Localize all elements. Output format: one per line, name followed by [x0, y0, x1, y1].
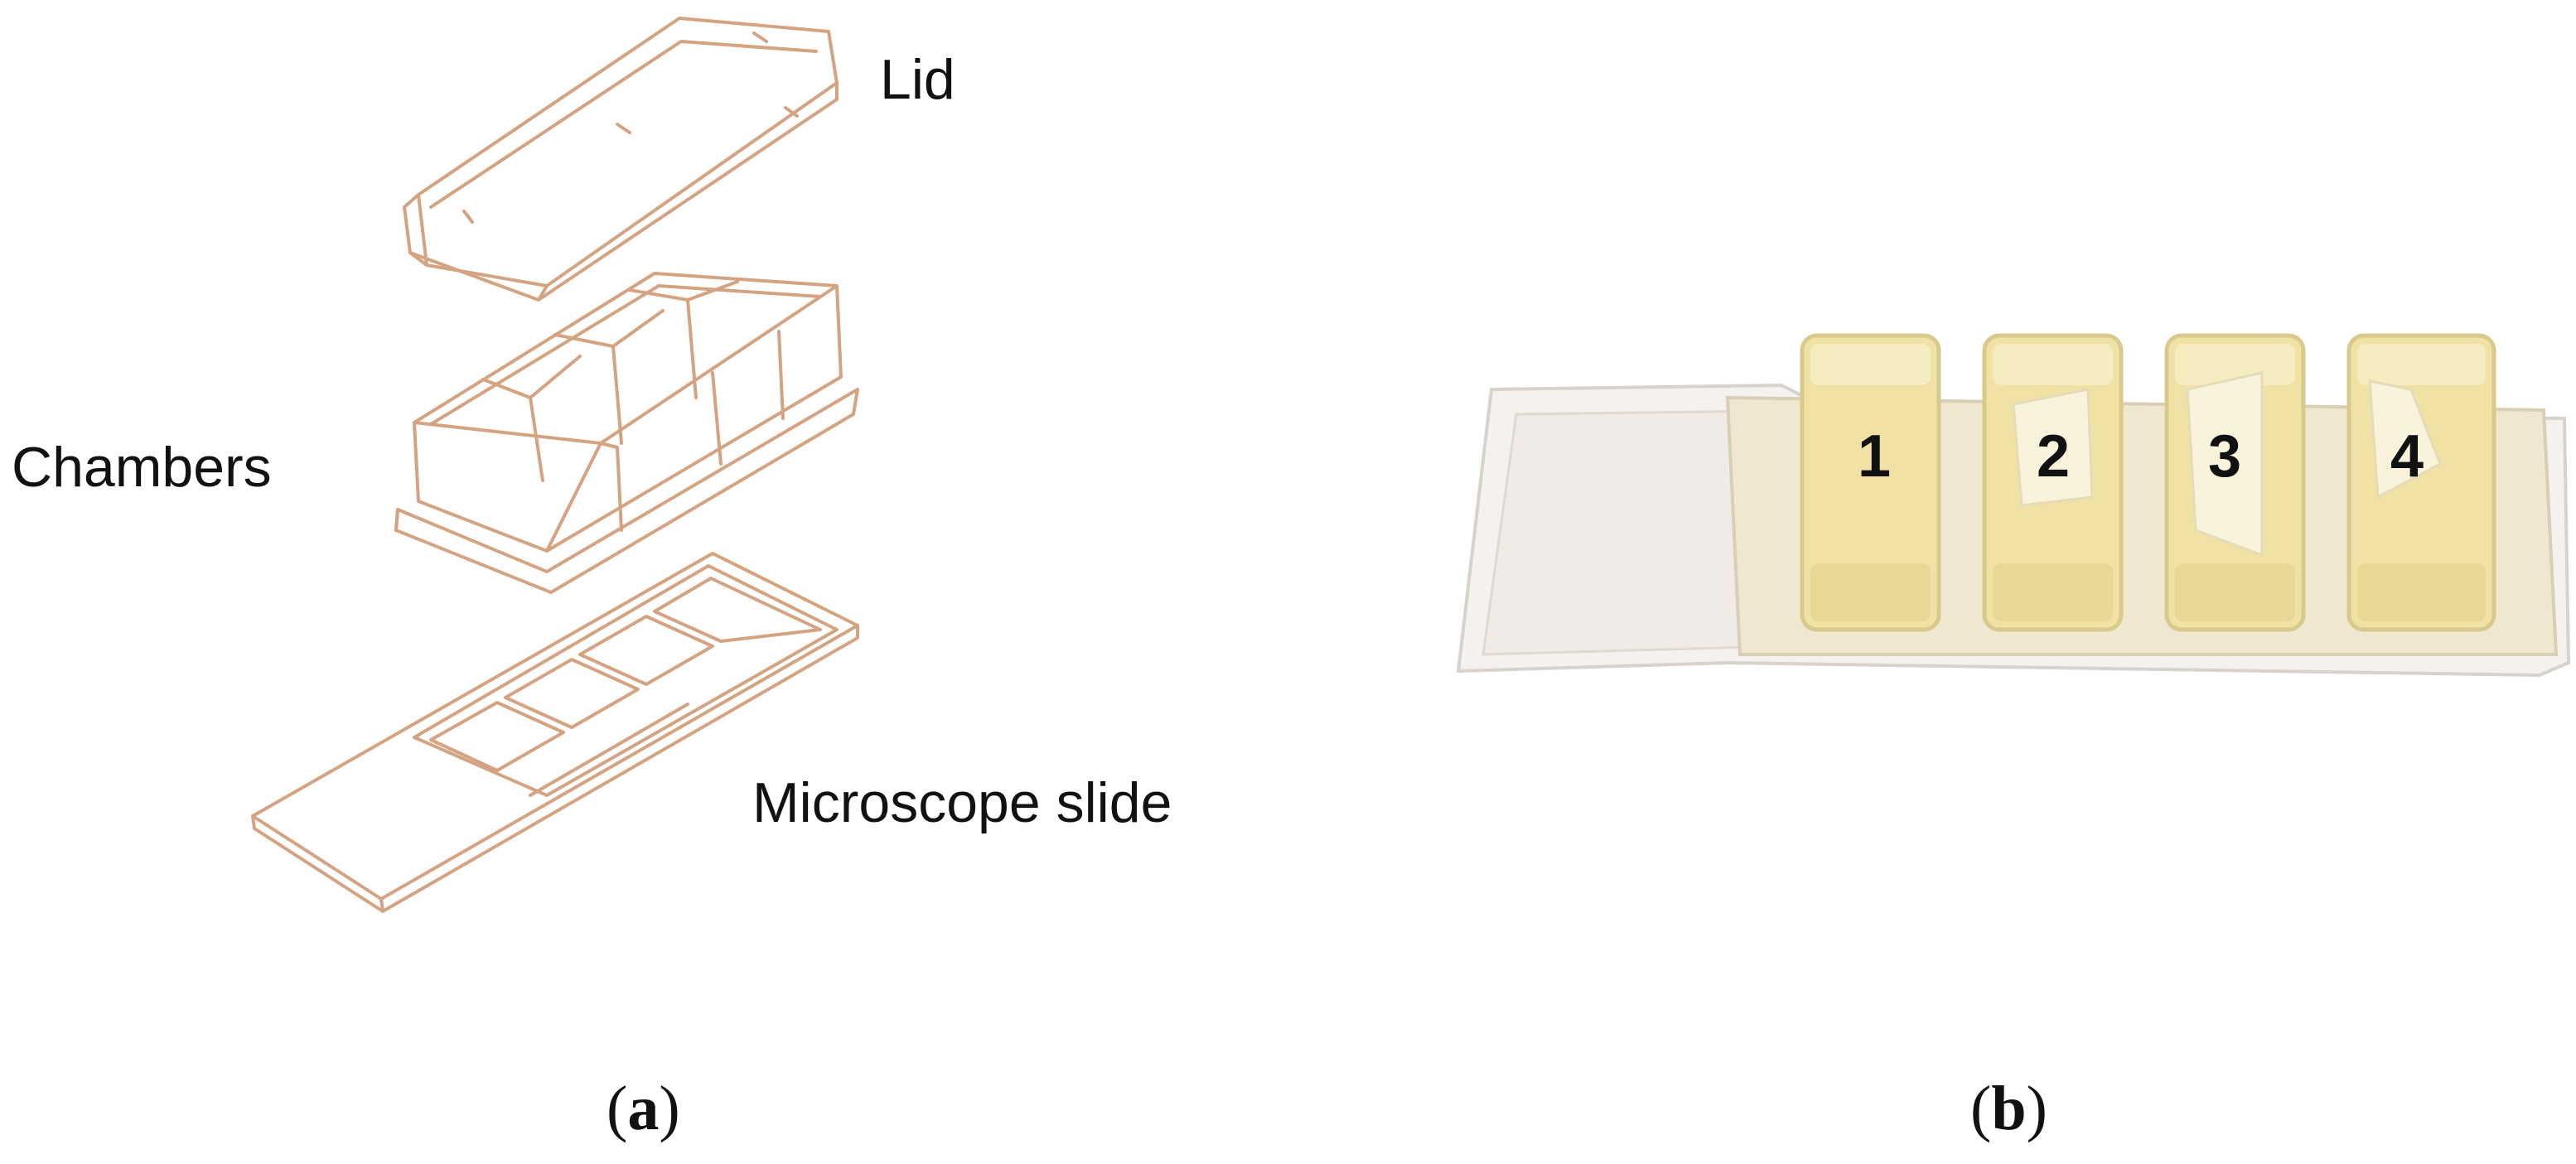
well-label-2: 2 [2037, 423, 2070, 490]
microscope-slide-label: Microscope slide [752, 771, 1172, 834]
chamber-slide-photo: 1 2 3 4 [1456, 333, 2571, 678]
well-4 [2346, 333, 2496, 632]
well-1 [1800, 333, 1941, 632]
lid-label: Lid [880, 48, 955, 111]
panel-b-letter: b [1991, 1074, 2027, 1143]
well-label-4: 4 [2390, 423, 2424, 490]
well-label-3: 3 [2208, 423, 2241, 490]
microscope-slide-drawing [251, 552, 859, 913]
panel-a-caption: (a) [607, 1074, 680, 1143]
well-2 [1982, 333, 2124, 632]
chambers-drawing [394, 272, 859, 594]
lid-drawing [403, 17, 839, 302]
panel-b-caption: (b) [1970, 1074, 2047, 1143]
well-label-1: 1 [1858, 423, 1891, 490]
chambers-label: Chambers [12, 436, 272, 499]
panel-a-letter: a [627, 1074, 660, 1143]
well-3 [2164, 333, 2306, 632]
